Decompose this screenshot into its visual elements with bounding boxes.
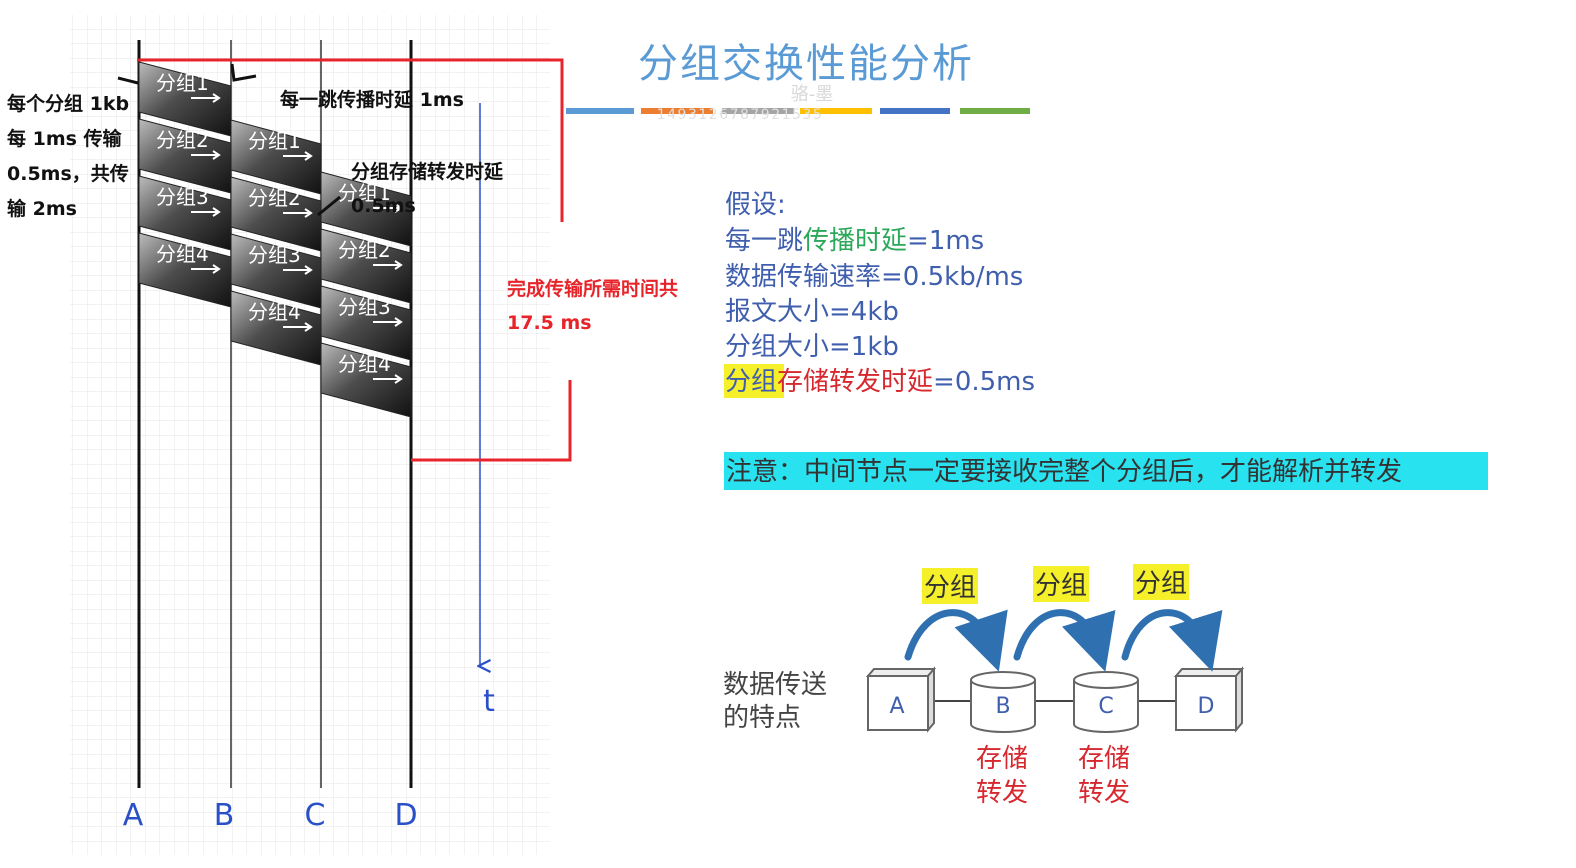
completion-bracket: [137, 58, 572, 462]
assumption-rate: 数据传输速率=0.5kb/ms: [725, 262, 1023, 292]
store-label: 存储: [976, 744, 1028, 774]
packet-label: 分组1: [156, 71, 209, 95]
left-note-line: 输 2ms: [7, 197, 77, 220]
assumption-store-forward: 分组存储转发时延=0.5ms: [725, 367, 1035, 397]
packet-arrow-icon: [283, 322, 313, 332]
hop-arrows: [904, 609, 1223, 672]
propagation-note: 每一跳传播时延 1ms: [280, 88, 464, 111]
assumption-packet-size: 分组大小=1kb: [725, 332, 899, 362]
completion-note: 完成传输所需时间共: [507, 277, 678, 300]
svg-text:C: C: [1098, 694, 1113, 719]
hop-arrow-icon: [904, 609, 1008, 672]
svg-text:A: A: [889, 694, 904, 719]
store-forward-note-value: 0.5ms: [351, 195, 416, 217]
hop-label: 分组: [1135, 569, 1187, 599]
left-note-line: 0.5ms，共传: [7, 162, 129, 185]
axis-label-d: D: [394, 798, 417, 833]
node-b-cylinder: B: [970, 671, 1036, 733]
watermark: 骆-墨: [791, 84, 834, 105]
packet-arrow-icon: [191, 264, 221, 274]
packet-label: 分组4: [338, 352, 391, 376]
node-d-box: D: [1173, 666, 1245, 733]
watermark-digits: 1493126787921535: [657, 107, 824, 123]
assumption-propagation: 每一跳传播时延=1ms: [725, 226, 984, 256]
feature-label: 数据传送: [723, 670, 827, 700]
yellow-highlight: [724, 364, 784, 398]
packet-arrow-icon: [191, 93, 221, 103]
hop-arrow-icon: [1013, 609, 1116, 672]
packet-arrow-icon: [373, 374, 403, 384]
notice-bar: [724, 452, 1488, 490]
packet-label: 分组1: [338, 181, 391, 205]
node-a-box: A: [865, 666, 937, 733]
assumptions-heading: 假设:: [725, 190, 786, 220]
packet-label: 分组3: [156, 185, 209, 209]
feature-diagram: 数据传送 的特点 A B C D: [723, 564, 1245, 808]
axis-label-a: A: [123, 798, 144, 833]
packet-label: 分组1: [248, 129, 301, 153]
packet-4-hop-3: [320, 342, 412, 418]
packet-arrow-icon: [373, 260, 403, 270]
packet-arrow-icon: [191, 207, 221, 217]
packet-arrow-icon: [191, 150, 221, 160]
packet-arrow-icon: [283, 208, 313, 218]
assumptions-block: 假设: 每一跳传播时延=1ms 数据传输速率=0.5kb/ms 报文大小=4kb…: [724, 190, 1035, 398]
left-note-line: 每个分组 1kb: [7, 92, 129, 115]
packet-label: 分组4: [248, 300, 301, 324]
forward-label: 转发: [976, 778, 1028, 808]
packet-label: 分组2: [156, 128, 209, 152]
packet-arrow-icon: [283, 151, 313, 161]
packet-label: 分组3: [338, 295, 391, 319]
store-label: 存储: [1078, 744, 1130, 774]
handwritten-ticks: [117, 63, 341, 217]
packet-arrow-icon: [283, 265, 313, 275]
hop-label: 分组: [924, 573, 976, 603]
title-divider: [566, 108, 1030, 114]
axis-label-b: B: [214, 798, 235, 833]
feature-label-2: 的特点: [723, 703, 801, 733]
time-label: t: [483, 684, 495, 719]
left-notes: 每个分组 1kb 每 1ms 传输 0.5ms，共传 输 2ms: [7, 92, 129, 220]
packet-label: 分组4: [156, 242, 209, 266]
completion-note-value: 17.5 ms: [507, 312, 592, 334]
packet-arrow-icon: [373, 203, 403, 213]
left-note-line: 每 1ms 传输: [7, 127, 123, 150]
packets-layer: 分组1 分组1 分组1 分组2 分组2 分组2 分组3 分组3 分组3 分组4 分组4 分组4: [138, 61, 412, 418]
forward-label: 转发: [1078, 778, 1130, 808]
packet-label: 分组3: [248, 243, 301, 267]
page-title: 分组交换性能分析: [638, 41, 974, 87]
notice-text: 注意：中间节点一定要接收完整个分组后，才能解析并转发: [726, 457, 1402, 487]
axis-label-c: C: [305, 798, 326, 833]
packet-arrow-icon: [373, 317, 403, 327]
packet-label: 分组2: [248, 186, 301, 210]
svg-text:D: D: [1198, 694, 1215, 719]
store-forward-note: 分组存储转发时延: [351, 160, 504, 183]
hop-label: 分组: [1035, 571, 1087, 601]
hop-arrow-icon: [1121, 609, 1223, 672]
assumption-message-size: 报文大小=4kb: [725, 297, 899, 327]
packet-label: 分组2: [338, 238, 391, 262]
svg-text:B: B: [995, 694, 1010, 719]
node-c-cylinder: C: [1073, 671, 1139, 733]
